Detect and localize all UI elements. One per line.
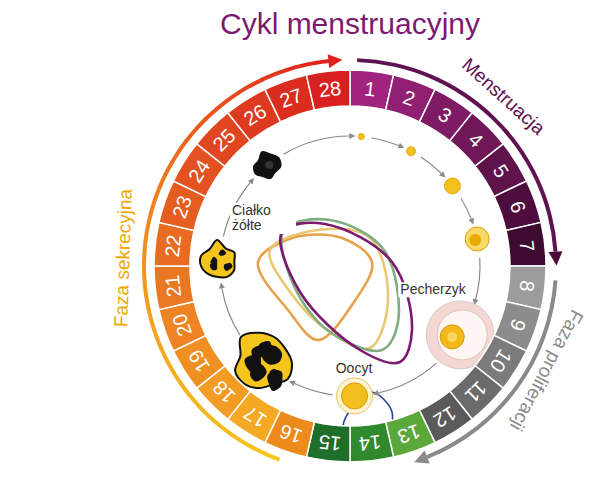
secretory-arc [170, 149, 181, 164]
secretory-arc [142, 268, 147, 283]
follicle-stage [235, 333, 292, 391]
secretory-arrowhead [328, 54, 343, 68]
secretory-arc [163, 161, 173, 176]
secretory-arc [172, 372, 183, 386]
secretory-arc [287, 64, 302, 72]
day-cell-fill [386, 410, 435, 457]
secretory-arc [149, 199, 157, 214]
secretory-arc [237, 84, 252, 95]
day-number: 8 [516, 279, 537, 292]
hormone-curve [280, 223, 412, 363]
secretory-arc [144, 226, 150, 241]
stage-arrowhead [372, 390, 379, 396]
day-number: 1 [363, 79, 376, 100]
day-number: 15 [318, 432, 342, 454]
day-number: 14 [358, 432, 382, 454]
day-cell-fill [506, 222, 546, 266]
follicle-stage [253, 151, 282, 179]
day-cell-fill [350, 422, 394, 462]
stage-label: Ciałko żółte [230, 203, 296, 234]
phase-label: Faza sekrecyjna [111, 187, 137, 330]
secretory-arc [159, 348, 169, 363]
secretory-arc [142, 240, 147, 255]
secretory-arc [142, 254, 146, 269]
secretory-arc [261, 72, 276, 81]
stage-arrow-line [460, 198, 471, 219]
stage-arrowhead [398, 143, 405, 149]
day-cell: 7 [504, 221, 547, 267]
day-cell: 14 [349, 420, 395, 463]
day-cell-fill [306, 70, 350, 110]
secretory-arc [147, 308, 154, 323]
stage-label: Oocyt [334, 361, 375, 376]
stage-arrow-line [475, 258, 481, 300]
secretory-arc [180, 383, 192, 397]
follicle-stage [444, 178, 460, 194]
secretory-arc [301, 61, 316, 68]
stage-arrowhead [439, 171, 445, 177]
secretory-arc [225, 91, 239, 103]
stage-arrow-line [378, 363, 437, 394]
secretory-arc [240, 439, 255, 450]
stage-arrowhead [349, 133, 355, 139]
follicle-stage [407, 147, 416, 156]
stage-arrow-line [371, 137, 399, 146]
secretory-arc [314, 59, 329, 65]
day-number: 28 [318, 78, 342, 100]
day-cell-fill [494, 181, 541, 230]
secretory-arc [253, 446, 268, 456]
secretory-arc [274, 67, 289, 76]
proliferation-arrowhead [414, 451, 430, 464]
secretory-arc [215, 99, 229, 111]
diagram-title: Cykl menstruacyjny [220, 7, 480, 41]
secretory-arc [154, 335, 163, 350]
day-cell-fill [265, 75, 314, 122]
stage-arrowhead [248, 178, 254, 185]
follicle-stage [465, 227, 489, 251]
secretory-arc [229, 432, 243, 443]
day-number: 21 [162, 274, 184, 298]
follicle-stage [358, 133, 364, 139]
day-number: 22 [162, 234, 184, 258]
day-cell-fill [154, 266, 194, 310]
secretory-arc [249, 78, 264, 88]
menstruation-arrowhead [549, 251, 563, 265]
stage-arrowhead [468, 218, 474, 225]
secretory-arc [165, 360, 176, 375]
secretory-arc [143, 281, 149, 296]
day-cell: 21 [153, 265, 196, 311]
secretory-arc [188, 394, 201, 408]
stage-label: Pecherzyk [398, 282, 467, 297]
day-cell: 28 [305, 69, 351, 112]
hormone-curve [281, 219, 398, 351]
stage-arrowhead [219, 282, 225, 288]
stage-arrow-line [294, 383, 332, 395]
stage-arrow-line [221, 288, 240, 335]
day-number: 7 [516, 239, 537, 252]
secretory-arc [153, 186, 162, 201]
stage-arrow-line [283, 135, 349, 154]
secretory-arc [265, 452, 280, 461]
secretory-arc [146, 212, 153, 227]
follicle-stage [200, 240, 235, 277]
secretory-arc [150, 322, 158, 337]
day-cell-fill [159, 302, 206, 351]
stage-arrowhead [289, 381, 296, 386]
phase-arcs [142, 58, 557, 461]
follicle-stage [337, 378, 373, 414]
secretory-arc [144, 295, 151, 310]
secretory-arc [158, 173, 168, 188]
hormone-curve [258, 234, 373, 340]
secretory-arc [177, 138, 189, 152]
stage-arrow-line [421, 157, 442, 174]
